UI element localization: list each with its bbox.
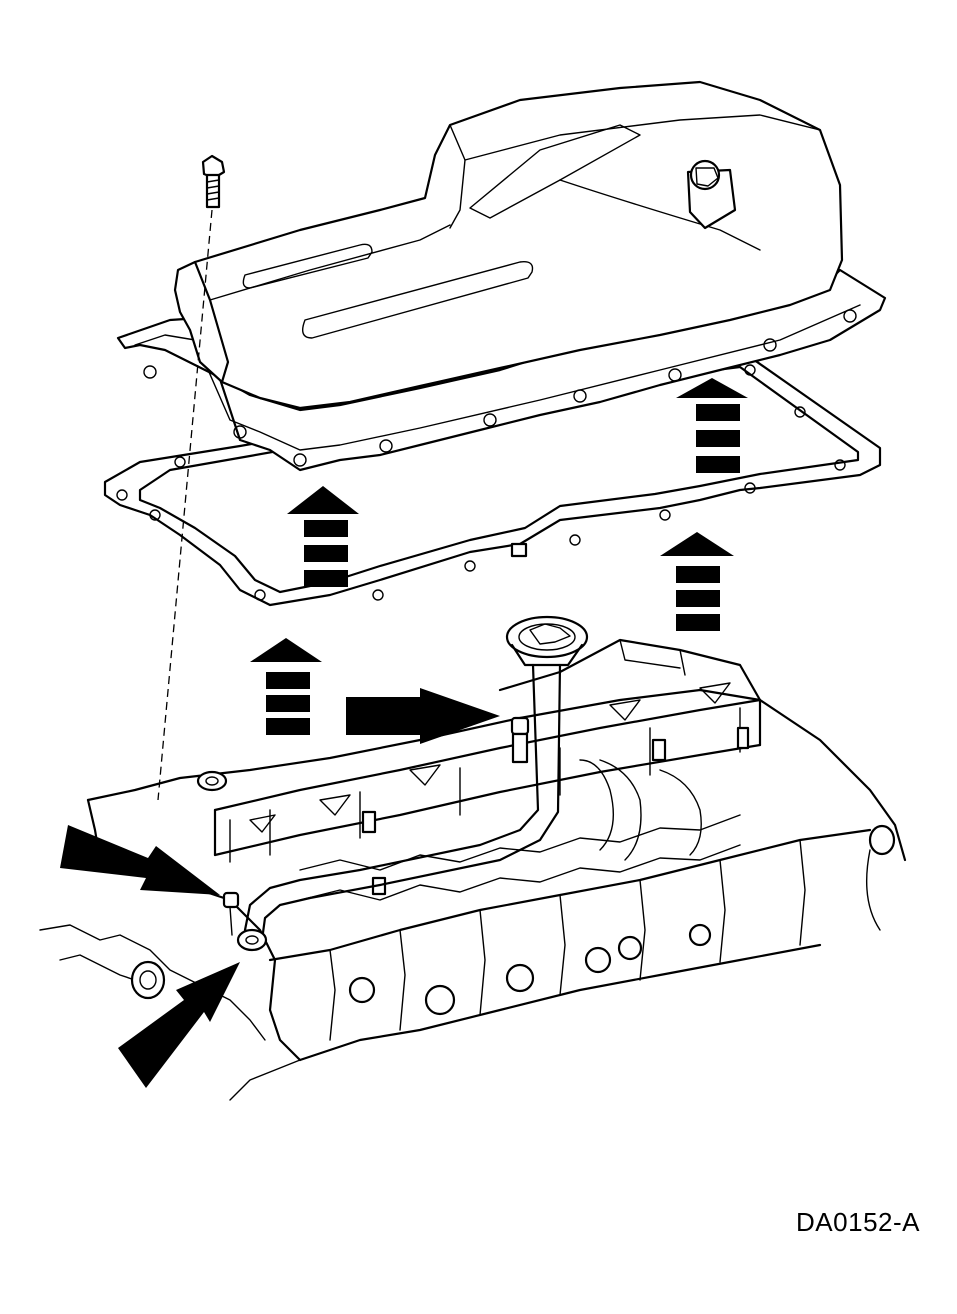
arrow-up-block-left [250, 638, 322, 735]
pan-bolt [201, 154, 226, 209]
oil-pan [116, 80, 887, 472]
arrow-up-gasket-right [660, 532, 734, 631]
arrow-right-tube-bolt [346, 688, 500, 744]
arrow-up-gasket-left [287, 486, 359, 587]
arrow-tube-flange [118, 962, 240, 1088]
engine-block [39, 638, 907, 1101]
oil-pump-pickup-tube [222, 615, 589, 952]
arrow-tube-end-nut [60, 825, 220, 895]
stud [361, 726, 750, 896]
bolt-alignment-line [157, 209, 213, 801]
figure-id-label: DA0152-A [796, 1207, 920, 1237]
arrow-up-pan-right [676, 378, 748, 473]
